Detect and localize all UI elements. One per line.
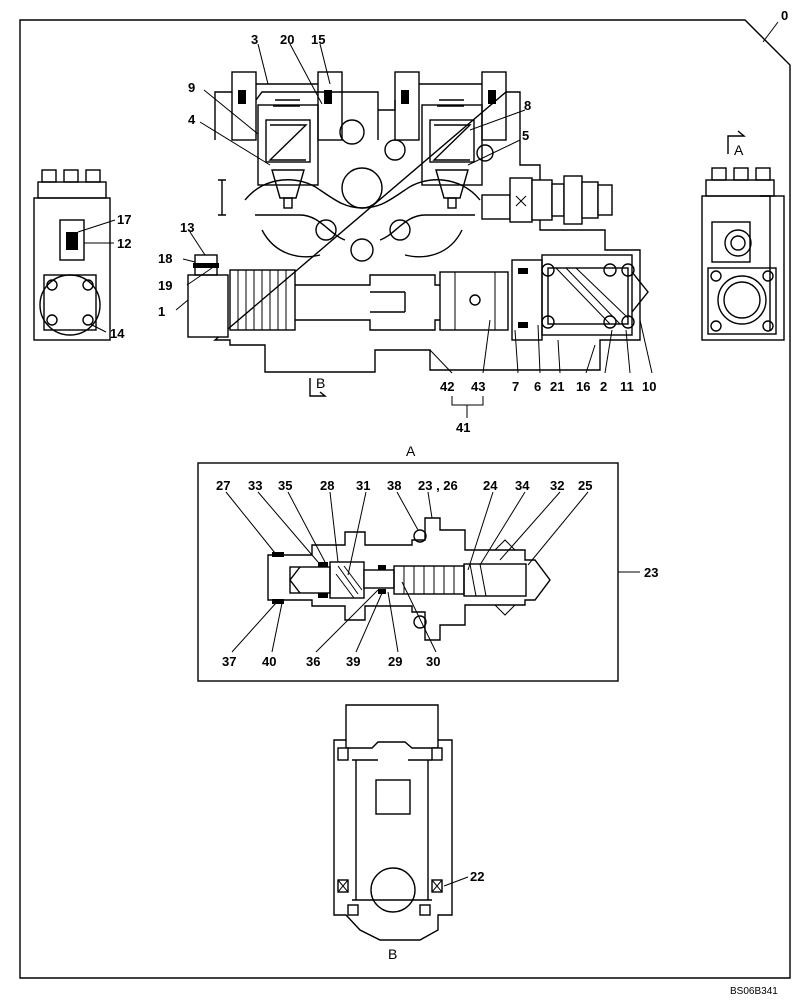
view-b-title: B <box>388 946 397 962</box>
callout-29: 29 <box>388 654 402 669</box>
callout-8: 8 <box>524 98 531 113</box>
leader-lines <box>77 43 653 887</box>
callout-19: 19 <box>158 278 172 293</box>
callout-27: 27 <box>216 478 230 493</box>
callout-24: 24 <box>483 478 498 493</box>
view-b: B <box>333 704 453 962</box>
callout-labels: 3 20 15 9 4 8 5 17 12 14 13 18 19 1 42 4… <box>110 32 658 884</box>
callout-9: 9 <box>188 80 195 95</box>
spool-sleeve <box>439 271 509 331</box>
left-solenoid-chamber <box>257 104 319 186</box>
callout-30: 30 <box>426 654 440 669</box>
callout-12: 12 <box>117 236 131 251</box>
view-a-arrow-label: A <box>734 142 744 158</box>
detail-a-title: A <box>406 443 416 459</box>
callout-21: 21 <box>550 379 564 394</box>
right-side-view-a: A <box>701 130 785 341</box>
callout-28: 28 <box>320 478 334 493</box>
callout-18: 18 <box>158 251 172 266</box>
callout-6: 6 <box>534 379 541 394</box>
callout-15: 15 <box>311 32 325 47</box>
callout-5: 5 <box>522 128 529 143</box>
callout-33: 33 <box>248 478 262 493</box>
callout-2: 2 <box>600 379 607 394</box>
callout-31: 31 <box>356 478 370 493</box>
callout-37: 37 <box>222 654 236 669</box>
drawing-code: BS06B341 <box>730 986 778 997</box>
left-coil-spring <box>229 269 296 331</box>
callout-10: 10 <box>642 379 656 394</box>
callout-17: 17 <box>117 212 131 227</box>
callout-32: 32 <box>550 478 564 493</box>
callout-23-26: 23 , 26 <box>418 478 458 493</box>
callout-11: 11 <box>620 379 634 394</box>
section-b-arrow-label: B <box>316 375 325 391</box>
callout-3: 3 <box>251 32 258 47</box>
callout-35: 35 <box>278 478 292 493</box>
callout-16: 16 <box>576 379 590 394</box>
sheet-frame <box>19 19 791 979</box>
side-plug-fitting <box>481 175 613 225</box>
callout-20: 20 <box>280 32 294 47</box>
main-spool <box>295 274 440 331</box>
callout-40: 40 <box>262 654 276 669</box>
callout-4: 4 <box>188 112 196 127</box>
sheet-callout-leader <box>762 21 779 43</box>
callout-14: 14 <box>110 326 125 341</box>
callout-25: 25 <box>578 478 592 493</box>
callout-39: 39 <box>346 654 360 669</box>
right-solenoid-chamber <box>421 104 483 186</box>
sheet-callout: 0 <box>781 8 788 23</box>
callout-41: 41 <box>456 420 470 435</box>
callout-1: 1 <box>158 304 165 319</box>
callout-36: 36 <box>306 654 320 669</box>
callout-42: 42 <box>440 379 454 394</box>
callout-22: 22 <box>470 869 484 884</box>
left-side-view <box>33 169 111 341</box>
callout-34: 34 <box>515 478 530 493</box>
callout-23: 23 <box>644 565 658 580</box>
center-bore <box>341 167 383 209</box>
callout-38: 38 <box>387 478 401 493</box>
callout-13: 13 <box>180 220 194 235</box>
relief-valve-housing <box>511 254 649 341</box>
spool-end-cap-left <box>187 274 229 338</box>
main-valve-view: B <box>187 71 649 397</box>
callout-43: 43 <box>471 379 485 394</box>
callout-7: 7 <box>512 379 519 394</box>
